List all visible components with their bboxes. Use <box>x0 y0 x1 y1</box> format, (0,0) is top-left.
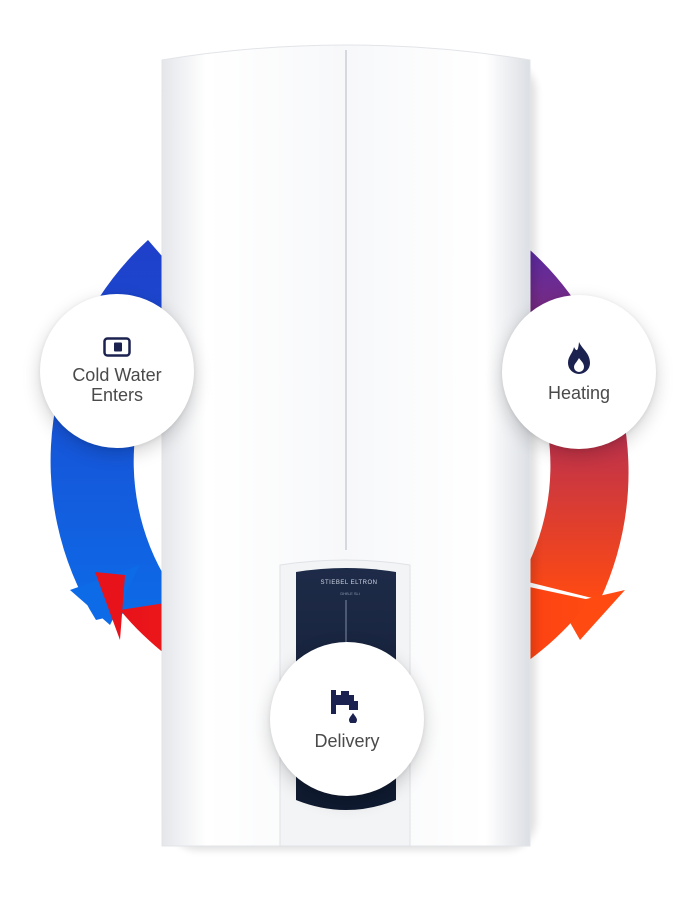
flame-icon <box>568 342 590 374</box>
node-delivery: Delivery <box>270 642 424 796</box>
node-heating: Heating <box>502 295 656 449</box>
heater-model-label: DHB-E SLi <box>340 591 360 596</box>
node-cold-water-enters: Cold Water Enters <box>40 294 194 448</box>
node-label: Delivery <box>314 731 380 751</box>
delivery-arrow-head <box>95 572 125 640</box>
node-label: Enters <box>90 385 144 405</box>
heater-brand-label: STIEBEL ELTRON <box>320 580 378 586</box>
node-label: Heating <box>547 383 611 403</box>
node-label: Cold Water <box>72 365 162 385</box>
water-inlet-icon <box>103 337 131 357</box>
faucet-icon <box>331 690 358 723</box>
